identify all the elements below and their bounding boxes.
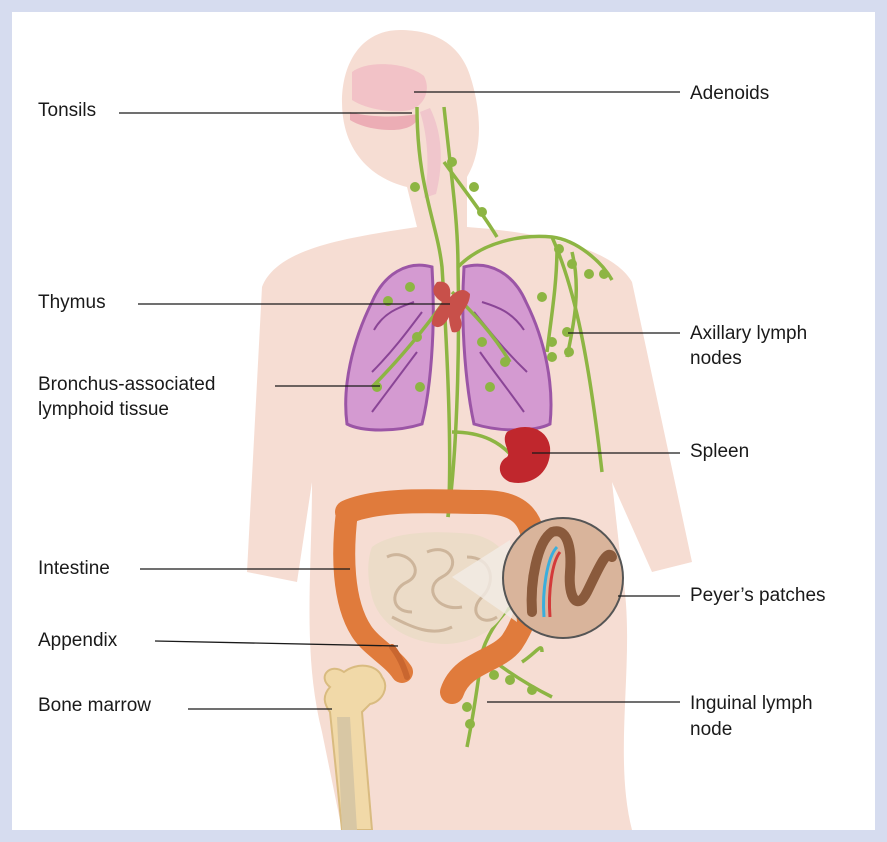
- label-inguinal-line1: Inguinal lymph: [690, 692, 813, 716]
- diagram-frame: Tonsils Adenoids Thymus Axillary lymph n…: [12, 12, 875, 830]
- label-balt-line2: lymphoid tissue: [38, 398, 169, 422]
- label-adenoids: Adenoids: [690, 82, 769, 106]
- label-axillary-line2: nodes: [690, 347, 742, 371]
- label-peyers-patches: Peyer’s patches: [690, 584, 826, 608]
- label-appendix: Appendix: [38, 629, 117, 653]
- label-tonsils: Tonsils: [38, 99, 96, 123]
- label-thymus: Thymus: [38, 291, 106, 315]
- label-inguinal-line2: node: [690, 718, 732, 742]
- label-spleen: Spleen: [690, 440, 749, 464]
- label-balt-line1: Bronchus-associated: [38, 373, 215, 397]
- label-bone-marrow: Bone marrow: [38, 694, 151, 718]
- label-axillary-line1: Axillary lymph: [690, 322, 807, 346]
- label-intestine: Intestine: [38, 557, 110, 581]
